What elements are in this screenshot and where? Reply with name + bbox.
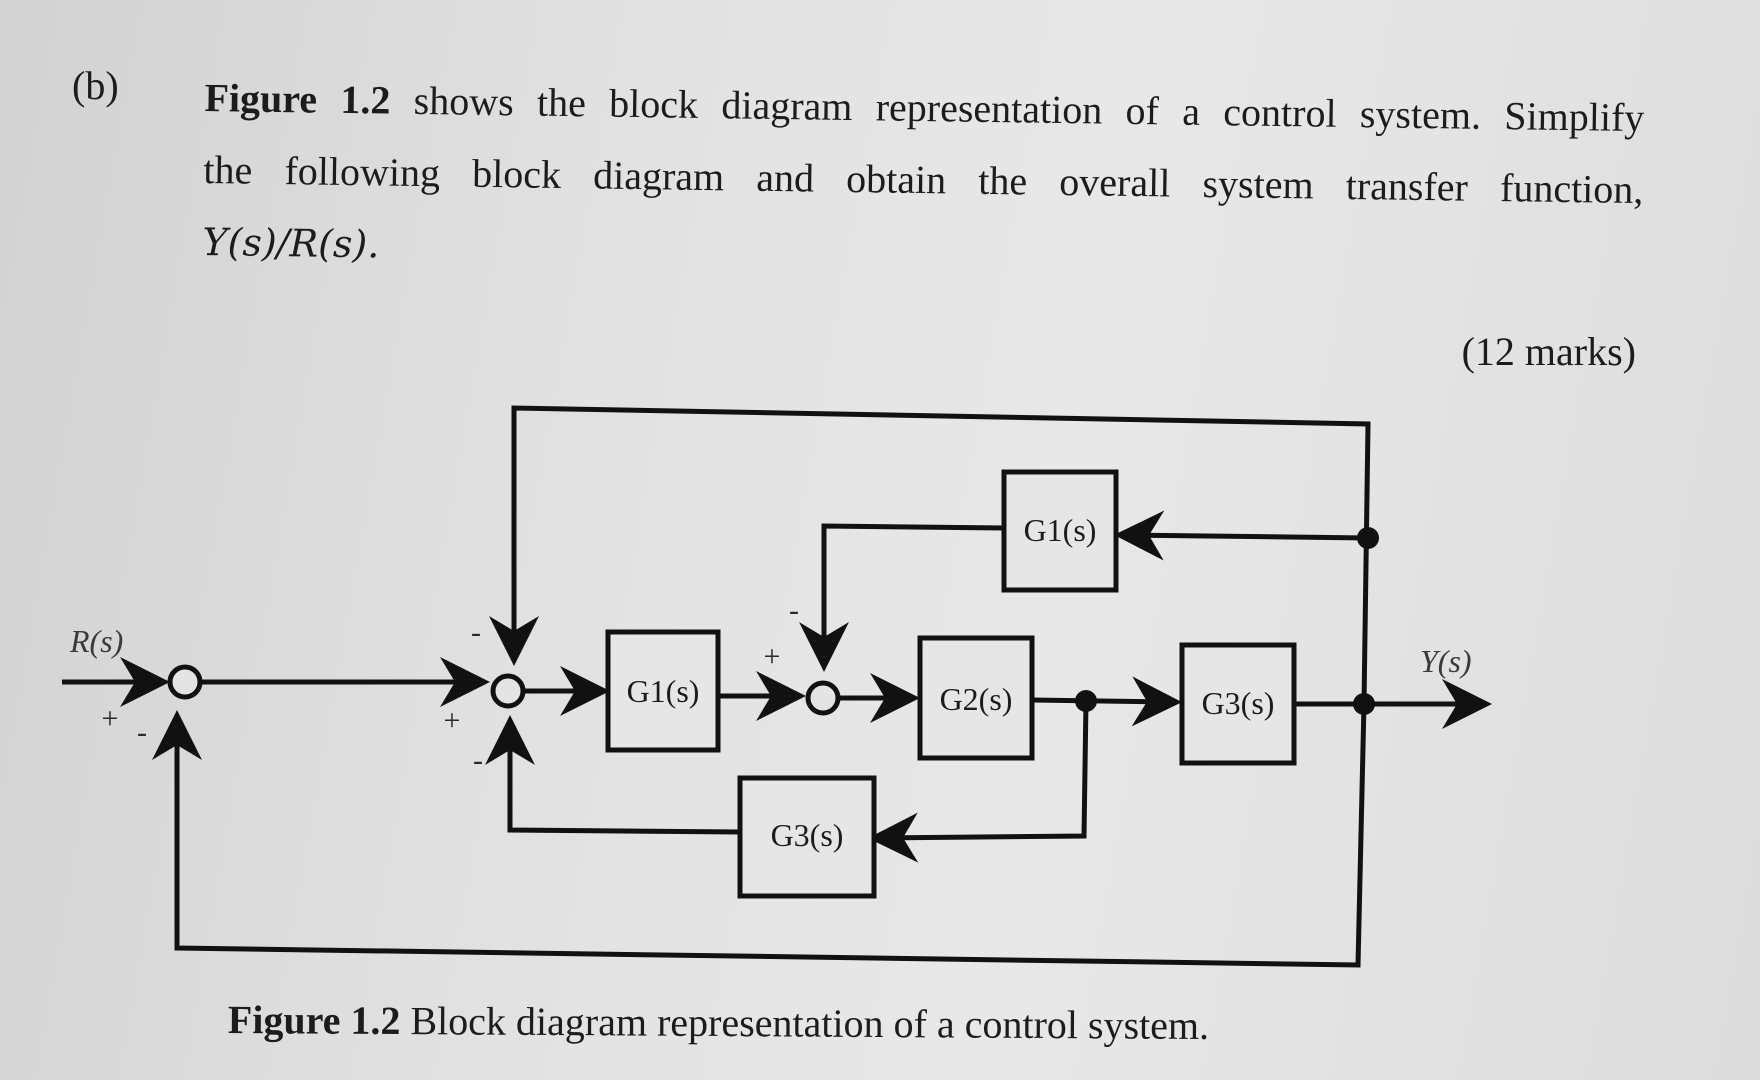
sign-s3-plus: + (764, 640, 781, 673)
block-g2-forward (917, 635, 1035, 761)
unity-feedback-path (152, 703, 1367, 968)
signal-line-g2-g3 (1031, 676, 1182, 727)
figure-reference: Figure 1.2 (204, 74, 391, 123)
part-label: (b) (72, 63, 119, 108)
summing-junction-1 (167, 664, 203, 700)
block-g3-forward (1179, 642, 1297, 766)
feedback-path-g1-s3 (799, 523, 1005, 672)
sign-s1-minus: - (137, 716, 147, 749)
sign-s3-minus: - (789, 594, 799, 627)
feedback-line-to-g3 (868, 700, 1089, 863)
question-line-1-text: shows the block diagram representation o… (390, 77, 1645, 141)
sign-s1-plus: + (102, 702, 119, 735)
figure-caption: Figure 1.2 Block diagram representation … (228, 996, 1210, 1049)
sign-s2-minus-bottom: - (473, 744, 483, 777)
takeoff-point-output (1353, 693, 1375, 715)
feedback-line-to-g1 (1114, 510, 1369, 561)
question-text: Figure 1.2 shows the block diagram repre… (202, 62, 1645, 298)
takeoff-point-g2-output (1075, 690, 1097, 712)
block-g1-forward-label: G1(s) (627, 673, 700, 709)
block-g1-forward (605, 629, 721, 753)
sign-s2-plus: + (444, 704, 461, 737)
block-diagram: G1(s) G2(s) G3(s) G1(s) G3(s) R(s) Y(s) … (62, 405, 1492, 968)
block-g1-feedback-label: G1(s) (1024, 512, 1097, 548)
block-g3-forward-label: G3(s) (1202, 685, 1275, 721)
block-g2-forward-label: G2(s) (940, 681, 1013, 717)
block-g1-feedback (1001, 469, 1119, 593)
feedback-path-g3-s2 (485, 715, 741, 835)
marks-label: (12 marks) (1461, 329, 1636, 374)
block-g3-feedback-label: G3(s) (771, 817, 844, 853)
summing-junction-2 (490, 673, 526, 709)
caption-figure-reference: Figure 1.2 (227, 997, 401, 1044)
outer-top-feedback-path (489, 405, 1371, 705)
input-label: R(s) (69, 623, 123, 659)
caption-text: Block diagram representation of a contro… (400, 998, 1210, 1048)
block-g3-feedback (737, 775, 877, 899)
takeoff-point-g1-feedback (1357, 527, 1379, 549)
output-label: Y(s) (1420, 643, 1472, 679)
sign-s2-minus-top: - (471, 616, 481, 649)
summing-junction-3 (805, 680, 841, 716)
